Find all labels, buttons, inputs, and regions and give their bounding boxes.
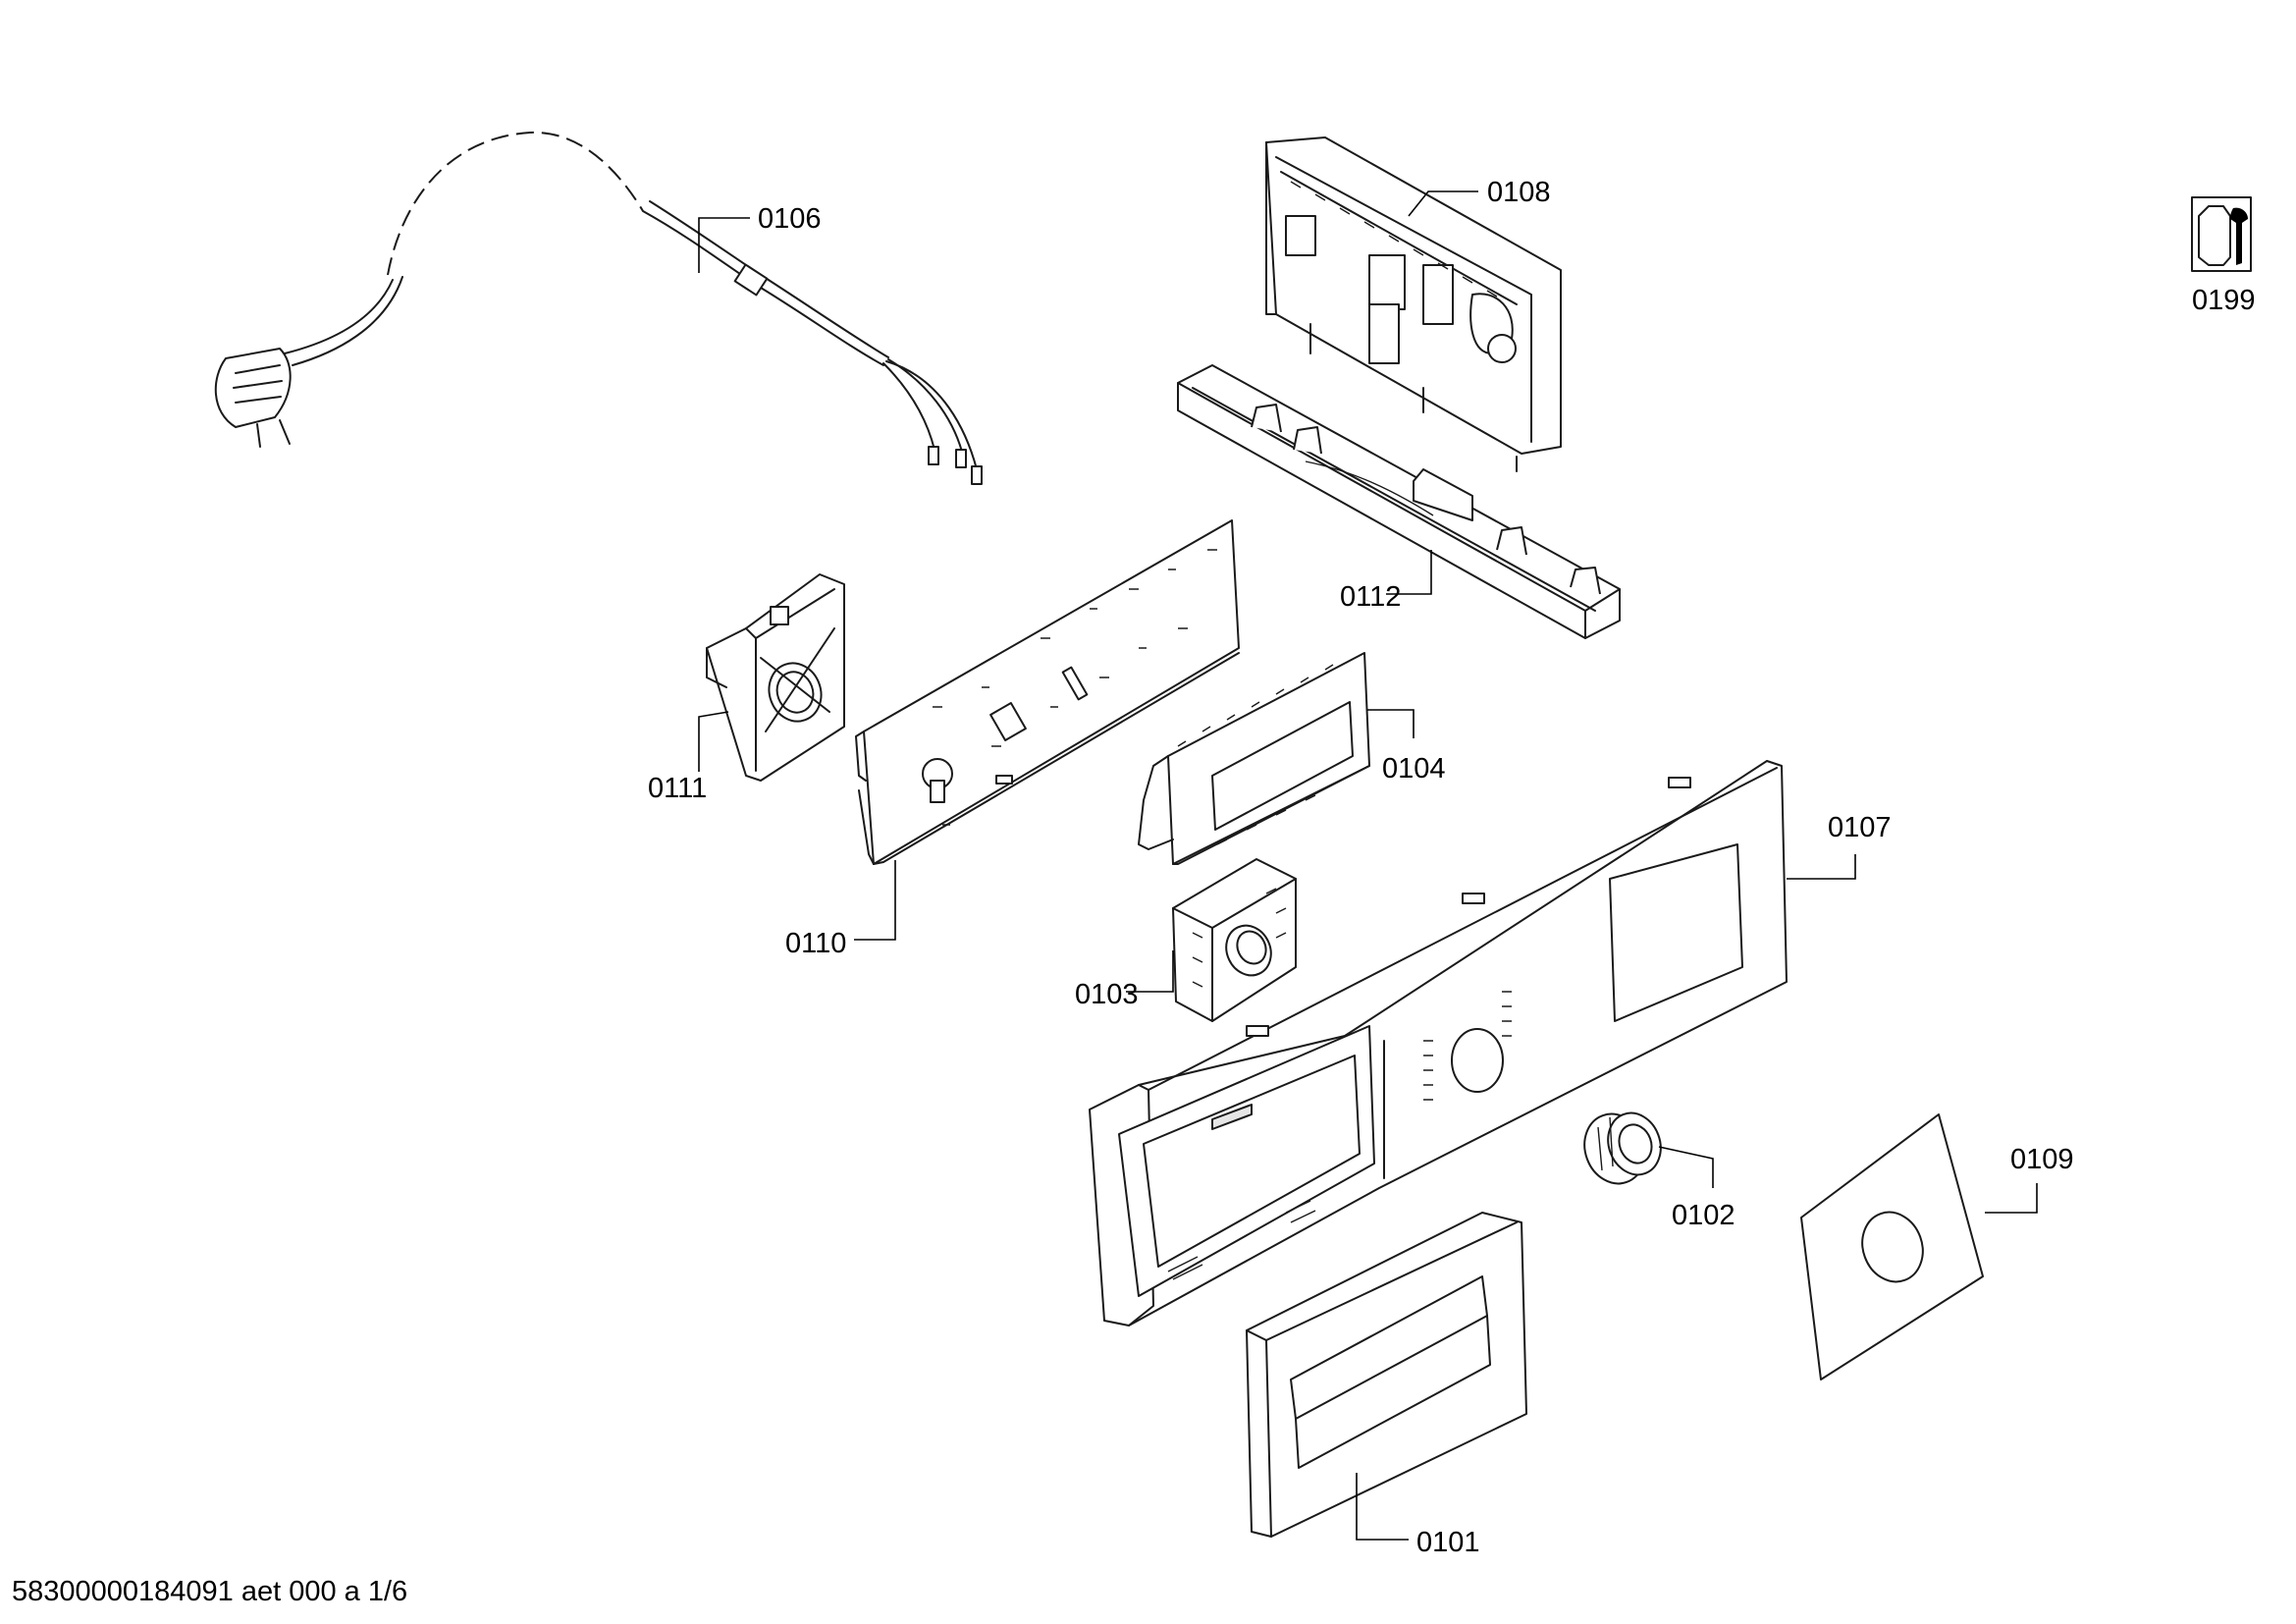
nut-and-wrench-icon xyxy=(2191,196,2252,272)
label-0109: 0109 xyxy=(2010,1144,2074,1175)
drawer-handle xyxy=(1246,1212,1527,1538)
label-0108: 0108 xyxy=(1487,177,1551,208)
display-module xyxy=(1138,652,1370,865)
selector-knob xyxy=(1583,1111,1662,1185)
carrier-rail xyxy=(1177,364,1621,639)
label-0103: 0103 xyxy=(1075,979,1139,1010)
front-panel xyxy=(1089,760,1788,1326)
label-0101: 0101 xyxy=(1416,1527,1480,1558)
power-cord xyxy=(214,131,983,485)
label-0110: 0110 xyxy=(785,928,846,959)
leader-lines xyxy=(698,190,2038,1541)
main-circuit-board xyxy=(855,519,1240,865)
label-0199: 0199 xyxy=(2192,285,2256,316)
label-0104: 0104 xyxy=(1382,753,1446,785)
selector-holder xyxy=(1172,858,1297,1022)
part-labels: 0106 0108 0199 0112 0111 0104 0107 0110 … xyxy=(648,177,2256,1558)
label-0112: 0112 xyxy=(1340,581,1401,613)
cover-plate xyxy=(1800,1113,1984,1380)
label-0111: 0111 xyxy=(648,773,707,804)
drawing-reference: 58300000184091 aet 000 a 1/6 xyxy=(12,1576,407,1607)
control-module xyxy=(1265,136,1562,472)
label-0102: 0102 xyxy=(1672,1200,1735,1231)
label-0107: 0107 xyxy=(1828,812,1892,843)
label-0106: 0106 xyxy=(758,203,822,235)
encoder-bracket xyxy=(706,573,845,782)
